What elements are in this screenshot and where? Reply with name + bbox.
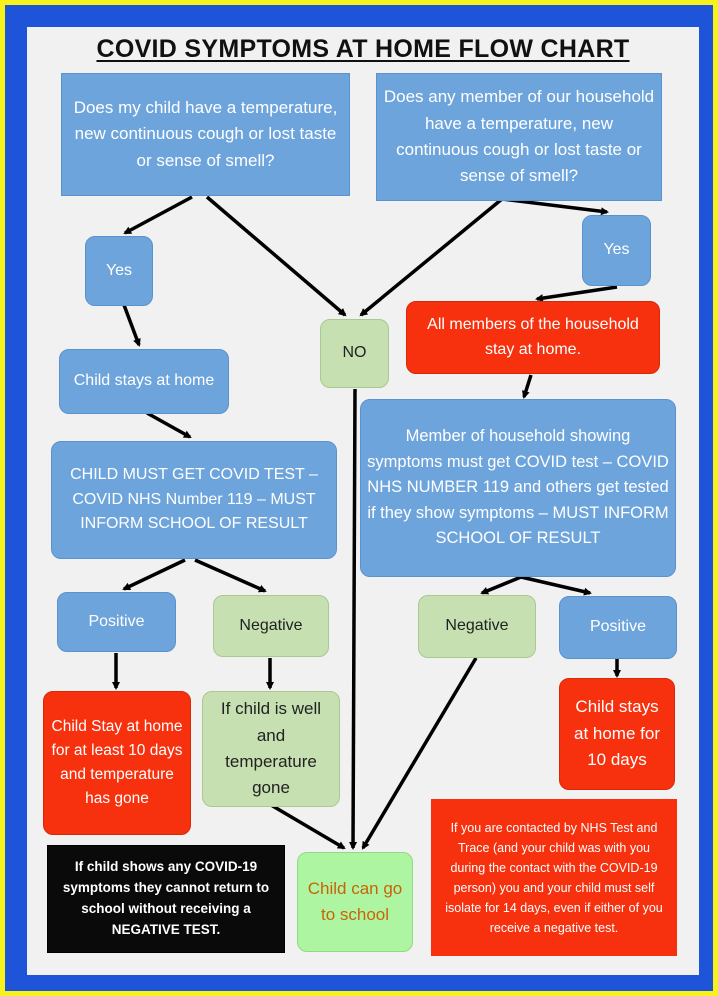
go-to-school-box: Child can go to school — [297, 852, 413, 952]
arrow-well-to-school — [270, 803, 346, 850]
question-child-symptoms: Does my child have a temperature, new co… — [61, 73, 350, 196]
no-box: NO — [320, 319, 389, 388]
household-stay-home-box: All members of the household stay at hom… — [406, 301, 660, 374]
child-covid-test-box: CHILD MUST GET COVID TEST – COVID NHS Nu… — [51, 441, 337, 559]
arrow-childtest-to-positive — [122, 558, 186, 591]
school-return-notice: If child shows any COVID-19 symptoms the… — [47, 845, 285, 953]
arrow-qhousehold-to-yes — [501, 197, 609, 216]
child-stays-home-box: Child stays at home — [59, 349, 229, 414]
negative-left-box: Negative — [213, 595, 329, 657]
positive-left-box: Positive — [57, 592, 176, 652]
child-stays-10-days-right-box: Child stays at home for 10 days — [559, 678, 675, 790]
arrow-child-stays-to-test — [146, 411, 192, 439]
child-stay-10-days-box: Child Stay at home for at least 10 days … — [43, 691, 191, 835]
arrow-qchild-to-no — [205, 195, 347, 317]
arrow-childtest-to-negative — [194, 558, 267, 593]
arrow-negative-to-school — [361, 657, 478, 850]
arrow-household-stay-to-test — [522, 374, 533, 399]
question-household-symptoms: Does any member of our household have a … — [376, 73, 662, 201]
arrow-hhtest-to-negative — [480, 575, 522, 595]
negative-right-box: Negative — [418, 595, 536, 658]
arrow-yes-to-child-stays — [122, 304, 141, 347]
yes-right-box: Yes — [582, 215, 651, 286]
arrow-qhousehold-to-no — [359, 197, 504, 317]
arrow-no-to-school — [349, 388, 358, 850]
arrow-hhtest-to-positive — [520, 575, 592, 596]
arrow-qchild-to-yes — [123, 195, 193, 235]
child-well-box: If child is well and temperature gone — [202, 691, 340, 807]
household-covid-test-box: Member of household showing symptoms mus… — [360, 399, 676, 577]
test-and-trace-notice: If you are contacted by NHS Test and Tra… — [431, 799, 677, 956]
flow-arrows — [112, 195, 621, 850]
blue-frame: COVID SYMPTOMS AT HOME FLOW CHART — [5, 5, 713, 991]
yes-left-box: Yes — [85, 236, 153, 306]
arrow-yes-to-household-stay — [535, 285, 618, 303]
flowchart-canvas: COVID SYMPTOMS AT HOME FLOW CHART — [27, 27, 699, 975]
positive-right-box: Positive — [559, 596, 677, 659]
flowchart-title: COVID SYMPTOMS AT HOME FLOW CHART — [96, 35, 630, 63]
